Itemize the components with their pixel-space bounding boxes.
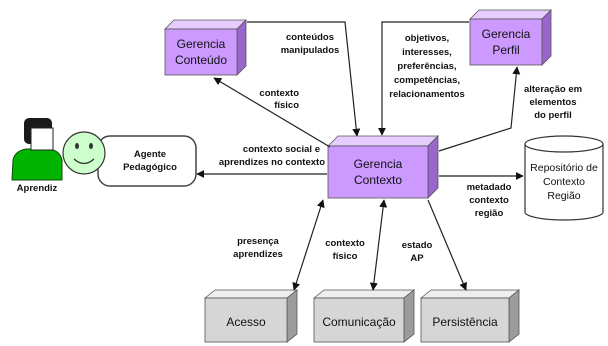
persistencia-front-face <box>420 297 510 343</box>
edge-label-line: contexto social e <box>243 144 320 155</box>
gerencia-conteudo-side-face <box>236 19 247 76</box>
edge-label-line: físico <box>274 100 299 111</box>
comunicacao-top-face <box>312 289 416 299</box>
edge-label-line: metadado <box>467 182 512 193</box>
gerencia-conteudo-label-line1: Gerencia <box>177 37 226 51</box>
edge-label-line: preferências, <box>397 61 456 72</box>
arrow-estado-ap <box>427 199 467 291</box>
arrow-contexto-fisico-conteudo <box>213 77 331 148</box>
comunicacao-side-face <box>403 289 415 343</box>
label-conteudos-manipulados: conteúdos manipulados <box>281 32 340 56</box>
persistencia-label: Persistência <box>432 315 498 329</box>
agente-pedagogico-node: Agente Pedagógico <box>62 131 197 187</box>
persistencia-top-face <box>419 289 521 299</box>
gerencia-perfil-label-line2: Perfil <box>492 43 519 57</box>
gerencia-perfil-box: Gerencia Perfil <box>469 9 552 66</box>
edge-label-line: alteração em <box>524 84 582 95</box>
smiley-mouth <box>73 158 95 165</box>
edge-label-line: manipulados <box>281 45 340 56</box>
comunicacao-box: Comunicação <box>312 289 416 343</box>
gerencia-conteudo-front-face <box>164 28 238 76</box>
edge-label-line: elementos <box>530 97 577 108</box>
gerencia-contexto-box: Gerencia Contexto <box>327 135 439 199</box>
acesso-front-face <box>204 297 288 343</box>
label-contexto-social: contexto social e aprendizes no contexto <box>219 144 325 168</box>
person-shirt <box>11 148 63 181</box>
edge-label-line: contexto <box>469 195 509 206</box>
gerencia-contexto-front-face <box>327 145 429 199</box>
gerencia-perfil-top-face <box>469 9 552 20</box>
agente-pedagogico-box <box>97 135 197 187</box>
label-estado-ap: estado AP <box>402 240 433 264</box>
edge-label-line: região <box>475 208 504 219</box>
gerencia-contexto-label-line2: Contexto <box>354 173 402 187</box>
smiley-right-eye <box>89 143 93 149</box>
edge-label-line: aprendizes <box>233 249 283 260</box>
gerencia-conteudo-label-line2: Conteúdo <box>175 53 227 67</box>
comunicacao-label: Comunicação <box>322 315 396 329</box>
edge-label-line: competências, <box>394 75 460 86</box>
repositorio-label-line1: Repositório de <box>530 162 598 174</box>
agente-pedagogico-label-line1: Agente <box>134 149 166 160</box>
gerencia-contexto-top-face <box>327 135 439 147</box>
repositorio-cylinder-top <box>524 135 604 153</box>
gerencia-contexto-label-line1: Gerencia <box>354 157 403 171</box>
person-icon <box>11 118 63 181</box>
persistencia-side-face <box>508 289 520 343</box>
smiley-face <box>62 131 106 175</box>
label-metadado: metadado contexto região <box>467 182 512 219</box>
edge-label-line: conteúdos <box>286 32 334 43</box>
smiley-icon <box>62 131 106 175</box>
edge-label-line: aprendizes no contexto <box>219 157 325 168</box>
gerencia-perfil-front-face <box>469 18 543 66</box>
gerencia-perfil-side-face <box>541 9 552 66</box>
edge-label-line: objetivos, <box>405 33 449 44</box>
arrow-perfil-info <box>378 21 469 136</box>
repositorio-label-line3: Região <box>547 190 580 202</box>
acesso-box: Acesso <box>203 289 299 343</box>
arrow-alteracao-perfil <box>438 66 521 152</box>
agente-pedagogico-label-line2: Pedagógico <box>123 162 177 173</box>
label-presenca-aprendizes: presença aprendizes <box>233 236 283 260</box>
edge-label-line: estado <box>402 240 433 251</box>
edge-label-line: contexto <box>325 238 365 249</box>
label-perfil-info: objetivos, interesses, preferências, com… <box>389 33 465 100</box>
edge-label-line: presença <box>237 236 279 247</box>
acesso-side-face <box>286 289 298 343</box>
smiley-left-eye <box>75 143 79 149</box>
database-cylinder-icon: Repositório de Contexto Região <box>524 135 604 221</box>
repositorio-label-line2: Contexto <box>543 176 585 188</box>
arrow-conteudos-manipulados <box>247 21 361 137</box>
repositorio-cylinder-body <box>524 144 604 221</box>
edge-label-line: do perfil <box>534 110 571 121</box>
gerencia-conteudo-top-face <box>164 19 247 30</box>
label-alteracao-perfil: alteração em elementos do perfil <box>524 84 582 121</box>
label-contexto-fisico-conteudo: contexto físico <box>259 88 299 111</box>
aprendiz-label: Aprendiz <box>17 183 58 194</box>
label-contexto-fisico-comunicacao: contexto físico <box>325 238 365 262</box>
edge-label-line: interesses, <box>402 47 452 58</box>
comunicacao-front-face <box>313 297 405 343</box>
edge-label-line: físico <box>333 251 358 262</box>
gerencia-contexto-side-face <box>427 135 439 199</box>
person-face <box>30 127 54 151</box>
edge-label-line: relacionamentos <box>389 89 465 100</box>
persistencia-box: Persistência <box>419 289 521 343</box>
acesso-top-face <box>203 289 299 299</box>
gerencia-conteudo-box: Gerencia Conteúdo <box>164 19 247 76</box>
edge-label-line: contexto <box>259 88 299 99</box>
acesso-label: Acesso <box>226 315 266 329</box>
edge-label-line: AP <box>410 253 424 264</box>
gerencia-perfil-label-line1: Gerencia <box>482 27 531 41</box>
arrow-presenca-aprendizes <box>292 199 325 291</box>
arrow-contexto-fisico-comunicacao <box>369 199 388 291</box>
